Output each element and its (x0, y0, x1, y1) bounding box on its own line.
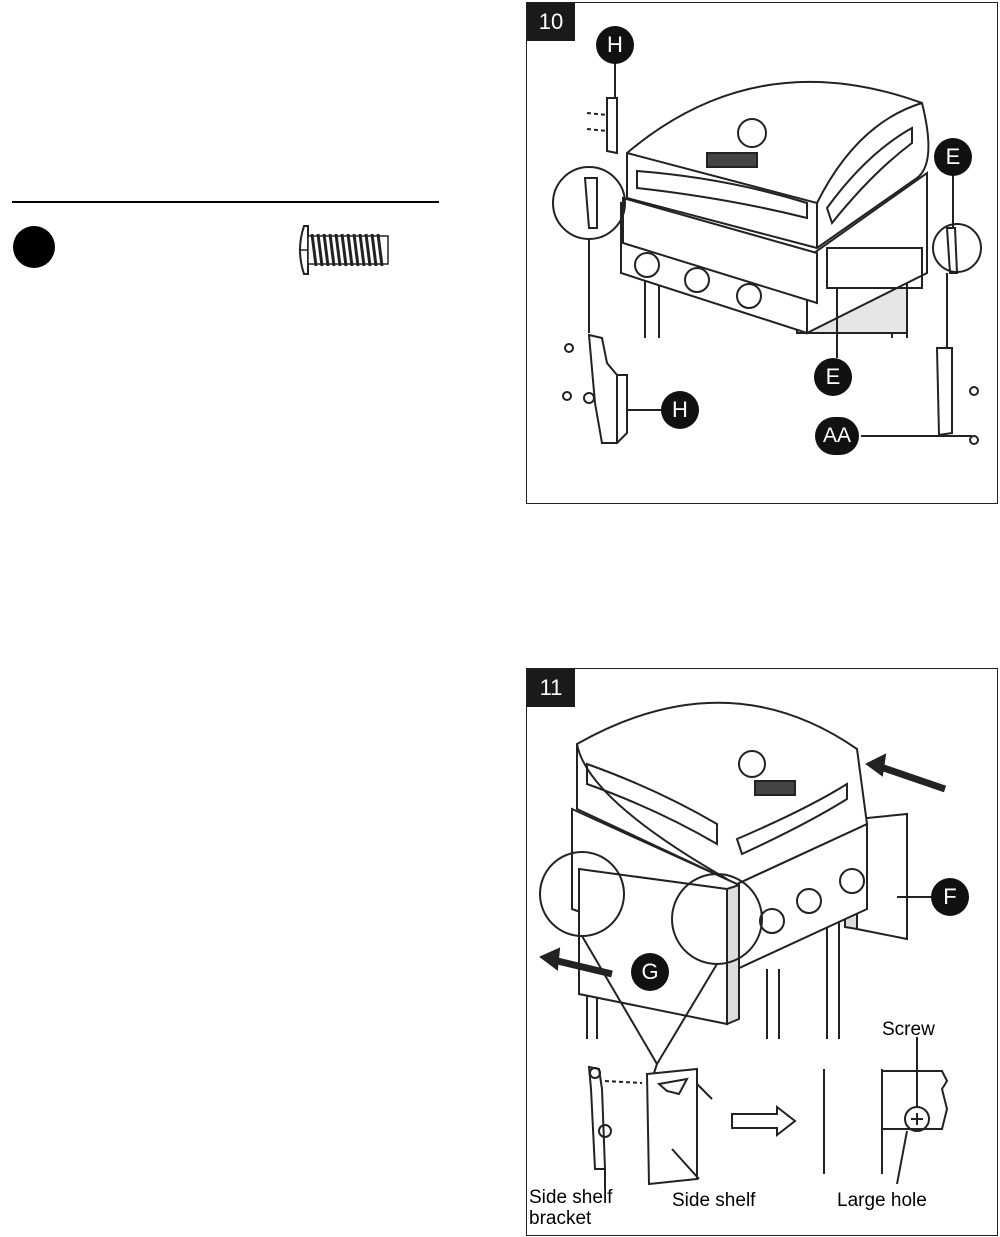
step-number: 11 (527, 669, 575, 707)
hardware-divider (12, 201, 439, 203)
hardware-key-bullet (13, 226, 55, 268)
step-11-panel: 11 F G Screw Side shelf bracket Side she… (526, 668, 998, 1236)
grill-side-bracket-illustration (552, 45, 982, 445)
callout-h-top: H (596, 26, 634, 64)
label-large-hole: Large hole (837, 1190, 927, 1211)
screw-icon (299, 225, 389, 275)
side-shelf-installation-illustration (539, 701, 949, 1189)
step-number: 10 (527, 3, 575, 41)
step-10-panel: 10 H E E H AA (526, 2, 998, 504)
callout-aa: AA (815, 417, 859, 455)
label-side-shelf-bracket-2: bracket (529, 1208, 592, 1229)
label-side-shelf: Side shelf (672, 1190, 756, 1211)
callout-e-right: E (934, 138, 972, 176)
label-side-shelf-bracket-1: Side shelf (529, 1187, 613, 1208)
callout-g: G (631, 953, 669, 991)
callout-e-bottom: E (814, 358, 852, 396)
label-screw: Screw (882, 1019, 935, 1040)
callout-f: F (931, 878, 969, 916)
callout-h-bottom: H (661, 391, 699, 429)
